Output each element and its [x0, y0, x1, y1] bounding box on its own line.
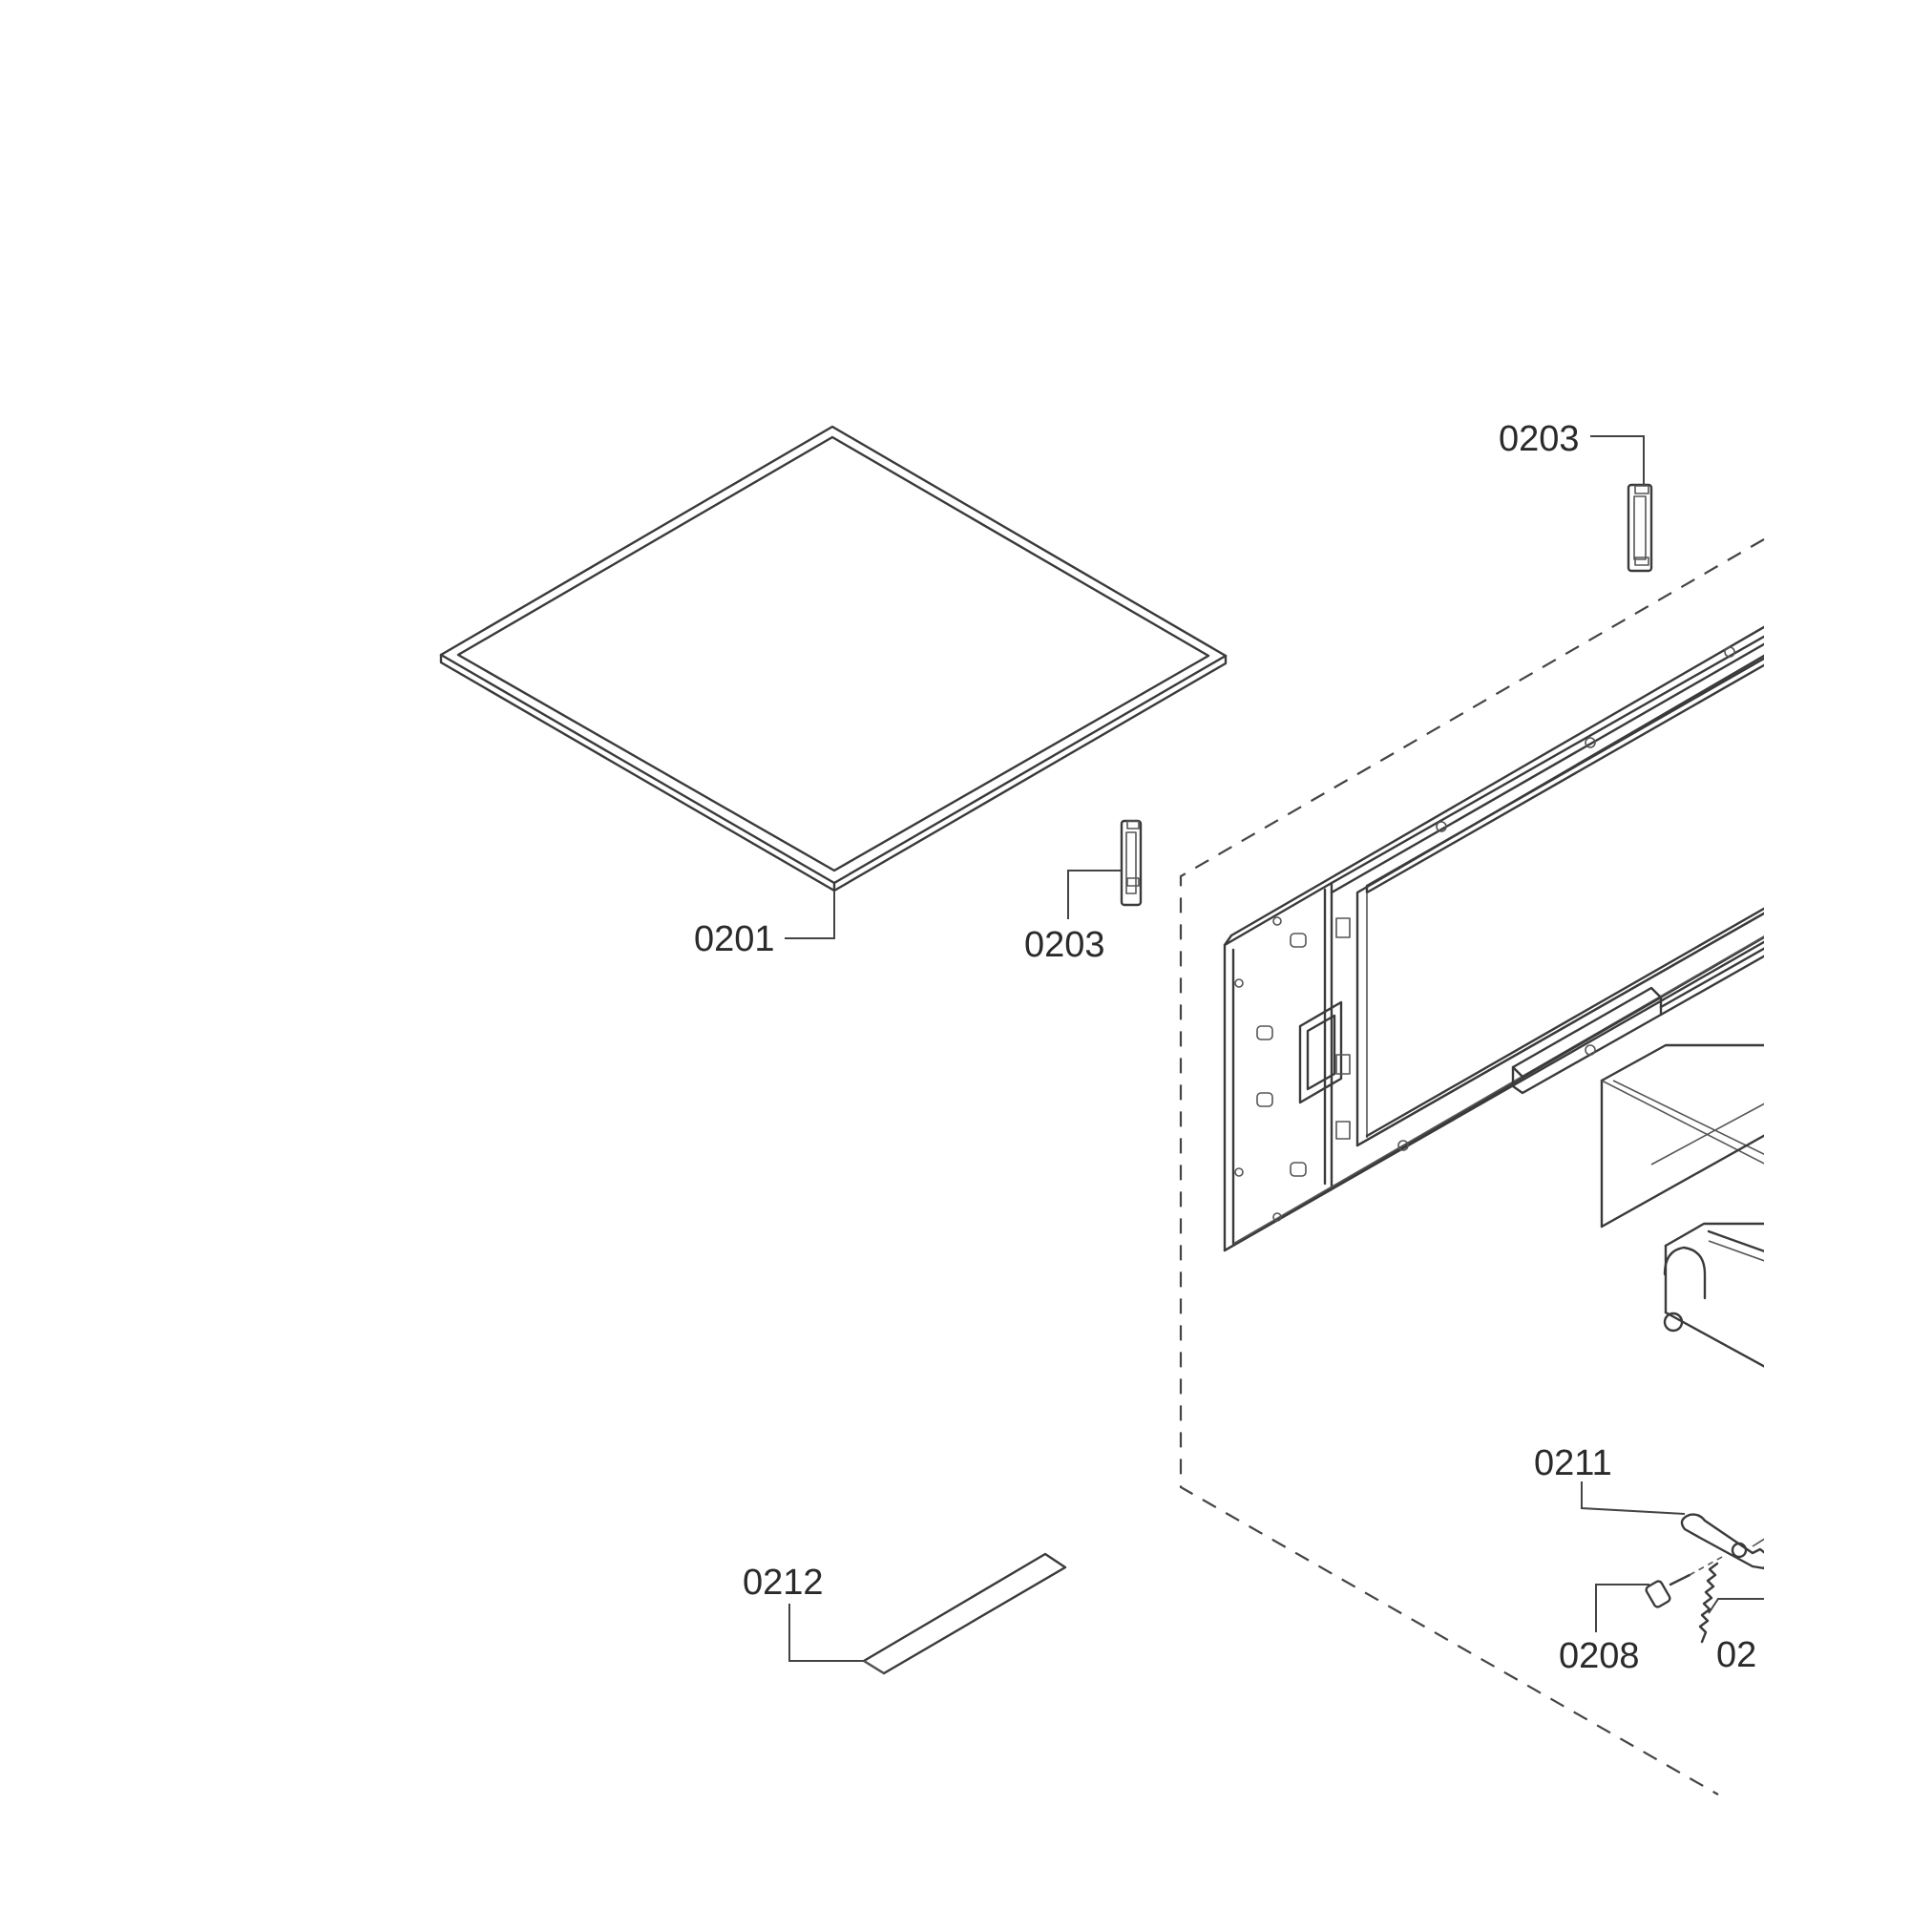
part-0203-clip-left [1120, 819, 1143, 907]
leader-0203-left [1067, 870, 1122, 919]
leader-0212 [788, 1604, 864, 1662]
label-0203-left: 0203 [1024, 925, 1105, 965]
panel-screws [1397, 646, 1735, 1151]
part-0212-strip [862, 1552, 1067, 1675]
label-02-cut: 02 [1716, 1635, 1756, 1675]
part-0203-clip-top [1627, 483, 1653, 573]
leader-0208 [1595, 1584, 1649, 1632]
label-0211: 0211 [1534, 1443, 1612, 1483]
control-panel-assembly: 02 [1223, 625, 1764, 1675]
panel-handle [1298, 917, 1351, 1140]
inner-box [1600, 1043, 1764, 1228]
panel-lower-ledge [1511, 947, 1764, 1095]
part-0208-screw [1645, 1555, 1725, 1608]
leader-0203-top [1590, 435, 1645, 485]
label-0208: 0208 [1559, 1636, 1640, 1676]
label-0212: 0212 [743, 1563, 824, 1603]
leader-02-cut [1708, 1598, 1764, 1614]
leader-0211 [1581, 1481, 1686, 1515]
label-0203-top: 0203 [1499, 419, 1580, 459]
part-0201-seal-frame [439, 425, 1228, 892]
panel-display-window [1355, 654, 1764, 1147]
label-0201: 0201 [694, 919, 775, 959]
hinge-bracket [1663, 1222, 1764, 1368]
panel-bosses [1234, 916, 1307, 1222]
part-spring [1698, 1562, 1719, 1644]
part-0211-lever [1680, 1513, 1764, 1570]
leader-0201 [785, 891, 835, 939]
